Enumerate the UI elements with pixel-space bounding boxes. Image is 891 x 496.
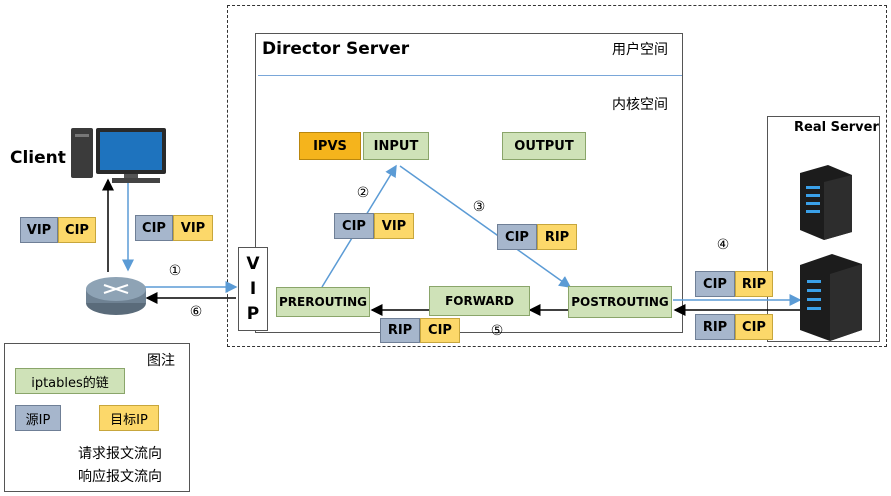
prerouting-chain: PREROUTING [276, 287, 370, 317]
director-server-box: Director Server 用户空间 内核空间 [255, 33, 683, 333]
legend-target-ip: 目标IP [99, 405, 159, 431]
kernel-space-label: 内核空间 [612, 97, 668, 113]
step-1: ① [168, 263, 182, 279]
legend-response-flow: 响应报文流向 [78, 469, 162, 485]
packet-dst: RIP [735, 271, 773, 297]
step-4: ④ [716, 237, 730, 253]
vip-interface: V I P [238, 247, 268, 331]
vip-letter-i: I [249, 278, 257, 299]
packet-src: VIP [20, 217, 58, 243]
output-chain: OUTPUT [502, 132, 586, 160]
space-divider [258, 75, 682, 76]
step-3: ③ [472, 199, 486, 215]
legend-chain: iptables的链 [15, 368, 125, 394]
packet-dst: RIP [537, 224, 577, 250]
step-2: ② [356, 185, 370, 201]
step-5: ⑤ [490, 323, 504, 339]
packet-src: RIP [380, 318, 420, 343]
vip-letter-v: V [246, 254, 260, 275]
packet-dst: CIP [58, 217, 96, 243]
postrouting-chain: POSTROUTING [568, 286, 672, 318]
director-title: Director Server [262, 39, 410, 59]
packet-src: RIP [695, 314, 735, 340]
legend: 图注 iptables的链 源IP 目标IP 请求报文流向 响应报文流向 [4, 343, 190, 492]
legend-source-ip: 源IP [15, 405, 61, 431]
ipvs-box: IPVS [299, 132, 361, 160]
director-outer-boundary [227, 5, 887, 347]
step-6: ⑥ [189, 304, 203, 320]
packet-dst: CIP [735, 314, 773, 340]
legend-request-flow: 请求报文流向 [78, 446, 162, 462]
legend-title: 图注 [147, 353, 175, 369]
forward-chain: FORWARD [429, 286, 530, 316]
vip-letter-p: P [246, 303, 260, 324]
arrow-input-to-post [399, 165, 572, 288]
packet-src: CIP [695, 271, 735, 297]
packet-dst: VIP [374, 213, 414, 239]
packet-src: CIP [135, 215, 173, 241]
input-chain: INPUT [363, 132, 429, 160]
real-server-title: Real Server [794, 120, 879, 135]
packet-dst: VIP [173, 215, 213, 241]
user-space-label: 用户空间 [612, 42, 668, 58]
packet-dst: CIP [420, 318, 460, 343]
packet-src: CIP [497, 224, 537, 250]
packet-src: CIP [334, 213, 374, 239]
client-label: Client [10, 148, 66, 168]
